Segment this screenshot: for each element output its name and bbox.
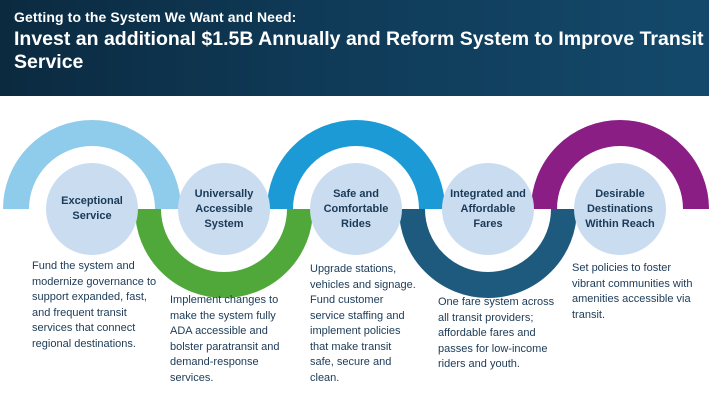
step-description-universally-accessible: Implement changes to make the system ful… [170, 294, 280, 384]
arc-universally-accessible [135, 208, 313, 298]
banner-eyebrow: Getting to the System We Want and Need: [14, 9, 297, 25]
step-label: Integrated and Affordable Fares [450, 187, 526, 230]
arc-integrated-fares [399, 208, 577, 298]
banner-title: Invest an additional $1.5B Annually and … [14, 28, 704, 73]
step-description-exceptional-service: Fund the system and modernize governance… [32, 260, 157, 350]
step-circle-desirable-destinations: Desirable Destinations Within Reach [574, 163, 666, 255]
step-description-desirable-destinations: Set policies to foster vibrant communiti… [572, 262, 693, 321]
step-description-safe-comfortable: Upgrade stations, vehicles and signage. … [310, 263, 416, 384]
step-label: Safe and Comfortable Rides [323, 187, 389, 230]
step-circle-universally-accessible: Universally Accessible System [178, 163, 270, 255]
title-banner: Getting to the System We Want and Need: … [0, 0, 709, 96]
step-circle-safe-comfortable: Safe and Comfortable Rides [310, 163, 402, 255]
step-label: Universally Accessible System [194, 187, 254, 230]
arc-desirable-destinations [531, 120, 709, 210]
arc-safe-comfortable [267, 120, 445, 210]
step-circle-exceptional-service: Exceptional Service [46, 163, 138, 255]
step-label: Desirable Destinations Within Reach [585, 187, 655, 230]
step-description-integrated-fares: One fare system across all transit provi… [438, 296, 555, 370]
step-label: Exceptional Service [61, 195, 123, 222]
step-circle-integrated-fares: Integrated and Affordable Fares [442, 163, 534, 255]
arc-exceptional-service [3, 120, 181, 210]
